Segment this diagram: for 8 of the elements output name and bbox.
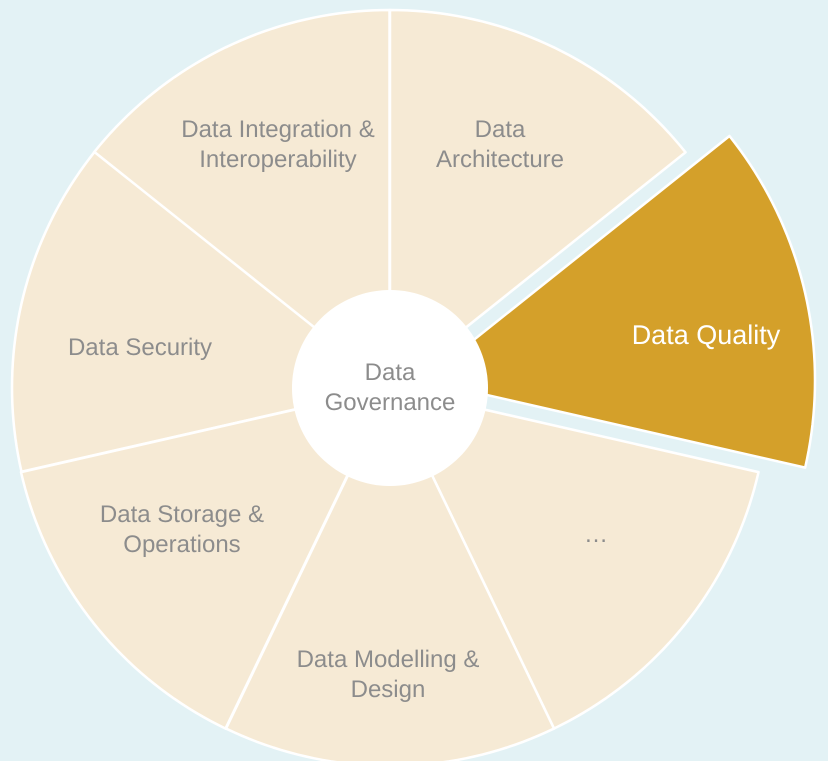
- segment-label: Data Security: [66, 332, 214, 363]
- segment-label: Data Storage & Operations: [98, 500, 266, 560]
- segment-label: Data Modelling & Design: [296, 645, 480, 705]
- segment-label: Data Architecture: [434, 115, 566, 175]
- segment-label: Data Quality: [630, 320, 782, 350]
- segment-label: …: [583, 520, 609, 550]
- segment-label: Data Integration & Interoperability: [180, 115, 376, 175]
- center-label: Data Governance: [324, 358, 456, 418]
